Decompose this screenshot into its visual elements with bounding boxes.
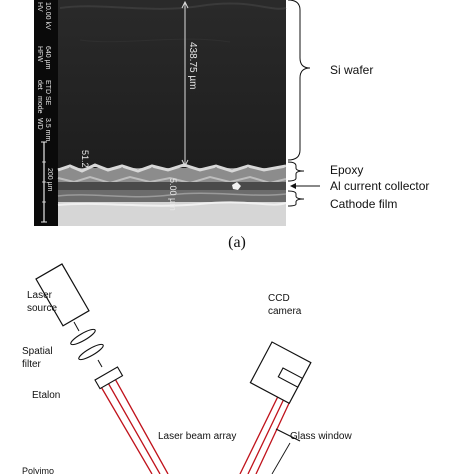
measure-small-text-1: 51.2: [80, 150, 90, 168]
lens-1: [70, 328, 96, 346]
sem-image: [34, 0, 287, 226]
cathode-label: Cathode film: [330, 197, 397, 211]
hfw-value: 640 µm: [44, 46, 51, 70]
laser-source-box: [35, 263, 90, 327]
spatial-filter-label: Spatial filter: [22, 346, 55, 370]
laser-source-label: Laser source: [27, 290, 57, 314]
polyimide-label: Polyimo: [22, 466, 54, 474]
hfw-label: HFW: [36, 46, 43, 62]
caption-a: (a): [228, 234, 246, 251]
det-value: ETD: [44, 80, 51, 94]
si-wafer-brace: [287, 0, 311, 161]
mode-value: SE: [44, 96, 51, 106]
hv-label: HV: [36, 2, 43, 12]
lens-2: [78, 343, 104, 361]
cathode-brace: [287, 190, 305, 207]
thickness-measure: 438.75 µm 51.2 5.00 µm: [80, 0, 198, 211]
mode-label: mode: [36, 96, 43, 114]
wd-label: WD: [36, 118, 43, 130]
etalon-box: [94, 366, 124, 390]
sem-info-strip: [34, 0, 58, 226]
al-collector-label: Al current collector: [330, 179, 429, 193]
wd-value: 3.5 mm: [44, 118, 51, 142]
measure-small-text-2: 5.00 µm: [168, 178, 178, 211]
measure-main-text: 438.75 µm: [187, 42, 198, 89]
epoxy-label: Epoxy: [330, 163, 363, 177]
glass-window-leader: [271, 442, 291, 474]
beam-array-label: Laser beam array: [158, 431, 236, 442]
al-layer: [58, 182, 286, 190]
scale-bar-label: 200 µm: [46, 168, 53, 192]
ccd-lens: [277, 367, 304, 388]
si-wafer-label: Si wafer: [330, 63, 373, 77]
glass-window: [275, 428, 301, 442]
hv-value: 10.00 kV: [44, 2, 51, 30]
glass-window-label: Glass window: [290, 431, 352, 442]
det-label: det: [36, 80, 43, 90]
layer-annotations: Si wafer Epoxy Al current collector Cath…: [287, 0, 429, 211]
ccd-camera-label: CCD camera: [268, 293, 302, 317]
etalon-label: Etalon: [32, 390, 60, 401]
epoxy-brace: [287, 161, 305, 182]
cathode-layer: [58, 190, 286, 202]
sem-info: HV 10.00 kV HFW 640 µm det ETD mode SE W…: [36, 2, 53, 223]
